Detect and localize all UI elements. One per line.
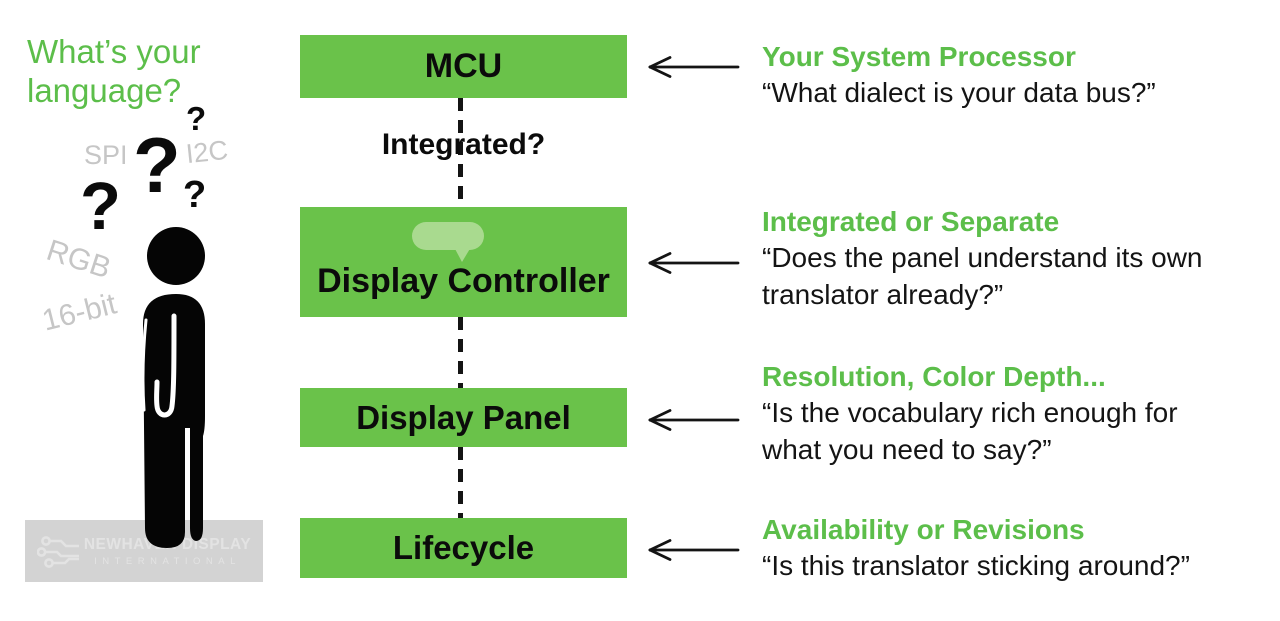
annotation-heading: Resolution, Color Depth...: [762, 361, 1106, 392]
question-mark-icon: ?: [80, 169, 121, 244]
page-title-line1: What’s your: [27, 33, 201, 70]
label-spi: SPI: [84, 140, 128, 170]
annotation-quote-line: “What dialect is your data bus?”: [762, 77, 1156, 108]
left-arrow-icon: [648, 56, 740, 78]
question-mark-icon: ?: [133, 121, 181, 209]
label-i2c: I2C: [184, 134, 230, 170]
question-mark-icon: ?: [183, 174, 207, 216]
annotation-quote-line: “Is the vocabulary rich enough for: [762, 397, 1178, 428]
annotation-quote-line: what you need to say?”: [762, 434, 1052, 465]
page-title: What’s your language?: [27, 32, 201, 110]
annotation-display-panel: Resolution, Color Depth... “Is the vocab…: [762, 360, 1274, 468]
question-mark-icon: ?: [186, 100, 207, 137]
person-silhouette-icon: [141, 227, 205, 548]
flow-box-label: MCU: [424, 47, 503, 85]
annotation-heading: Integrated or Separate: [762, 206, 1060, 237]
flow-box-mcu: MCU: [300, 35, 627, 98]
circuit-logo-icon: [36, 536, 79, 568]
flow-box-display-panel: Display Panel: [300, 388, 627, 447]
left-arrow-icon: [648, 252, 740, 274]
flow-box-display-controller: Display Controller: [300, 207, 627, 317]
annotation-quote-line: “Is this translator sticking around?”: [762, 550, 1190, 581]
annotation-lifecycle: Availability or Revisions “Is this trans…: [762, 513, 1274, 584]
annotation-quote-line: translator already?”: [762, 279, 1004, 310]
dashed-connector: [458, 98, 463, 208]
annotation-quote-line: “Does the panel understand its own: [762, 242, 1203, 273]
dashed-connector: [458, 317, 463, 389]
left-arrow-icon: [648, 409, 740, 431]
annotation-heading: Your System Processor: [762, 41, 1076, 72]
flow-box-label: Display Controller: [317, 262, 610, 300]
speech-bubble-icon: [412, 222, 484, 262]
annotation-heading: Availability or Revisions: [762, 514, 1085, 545]
flow-box-label: Display Panel: [356, 398, 571, 436]
dashed-connector: [458, 447, 463, 518]
watermark-subtitle: INTERNATIONAL: [94, 555, 241, 567]
annotation-mcu: Your System Processor “What dialect is y…: [762, 40, 1274, 111]
left-arrow-icon: [648, 539, 740, 561]
connector-label-integrated: Integrated?: [381, 128, 546, 161]
flow-box-lifecycle: Lifecycle: [300, 518, 627, 578]
page-title-line2: language?: [27, 72, 182, 109]
label-16bit: 16-bit: [39, 287, 120, 338]
flow-box-label: Lifecycle: [392, 529, 535, 566]
annotation-display-controller: Integrated or Separate “Does the panel u…: [762, 205, 1274, 313]
